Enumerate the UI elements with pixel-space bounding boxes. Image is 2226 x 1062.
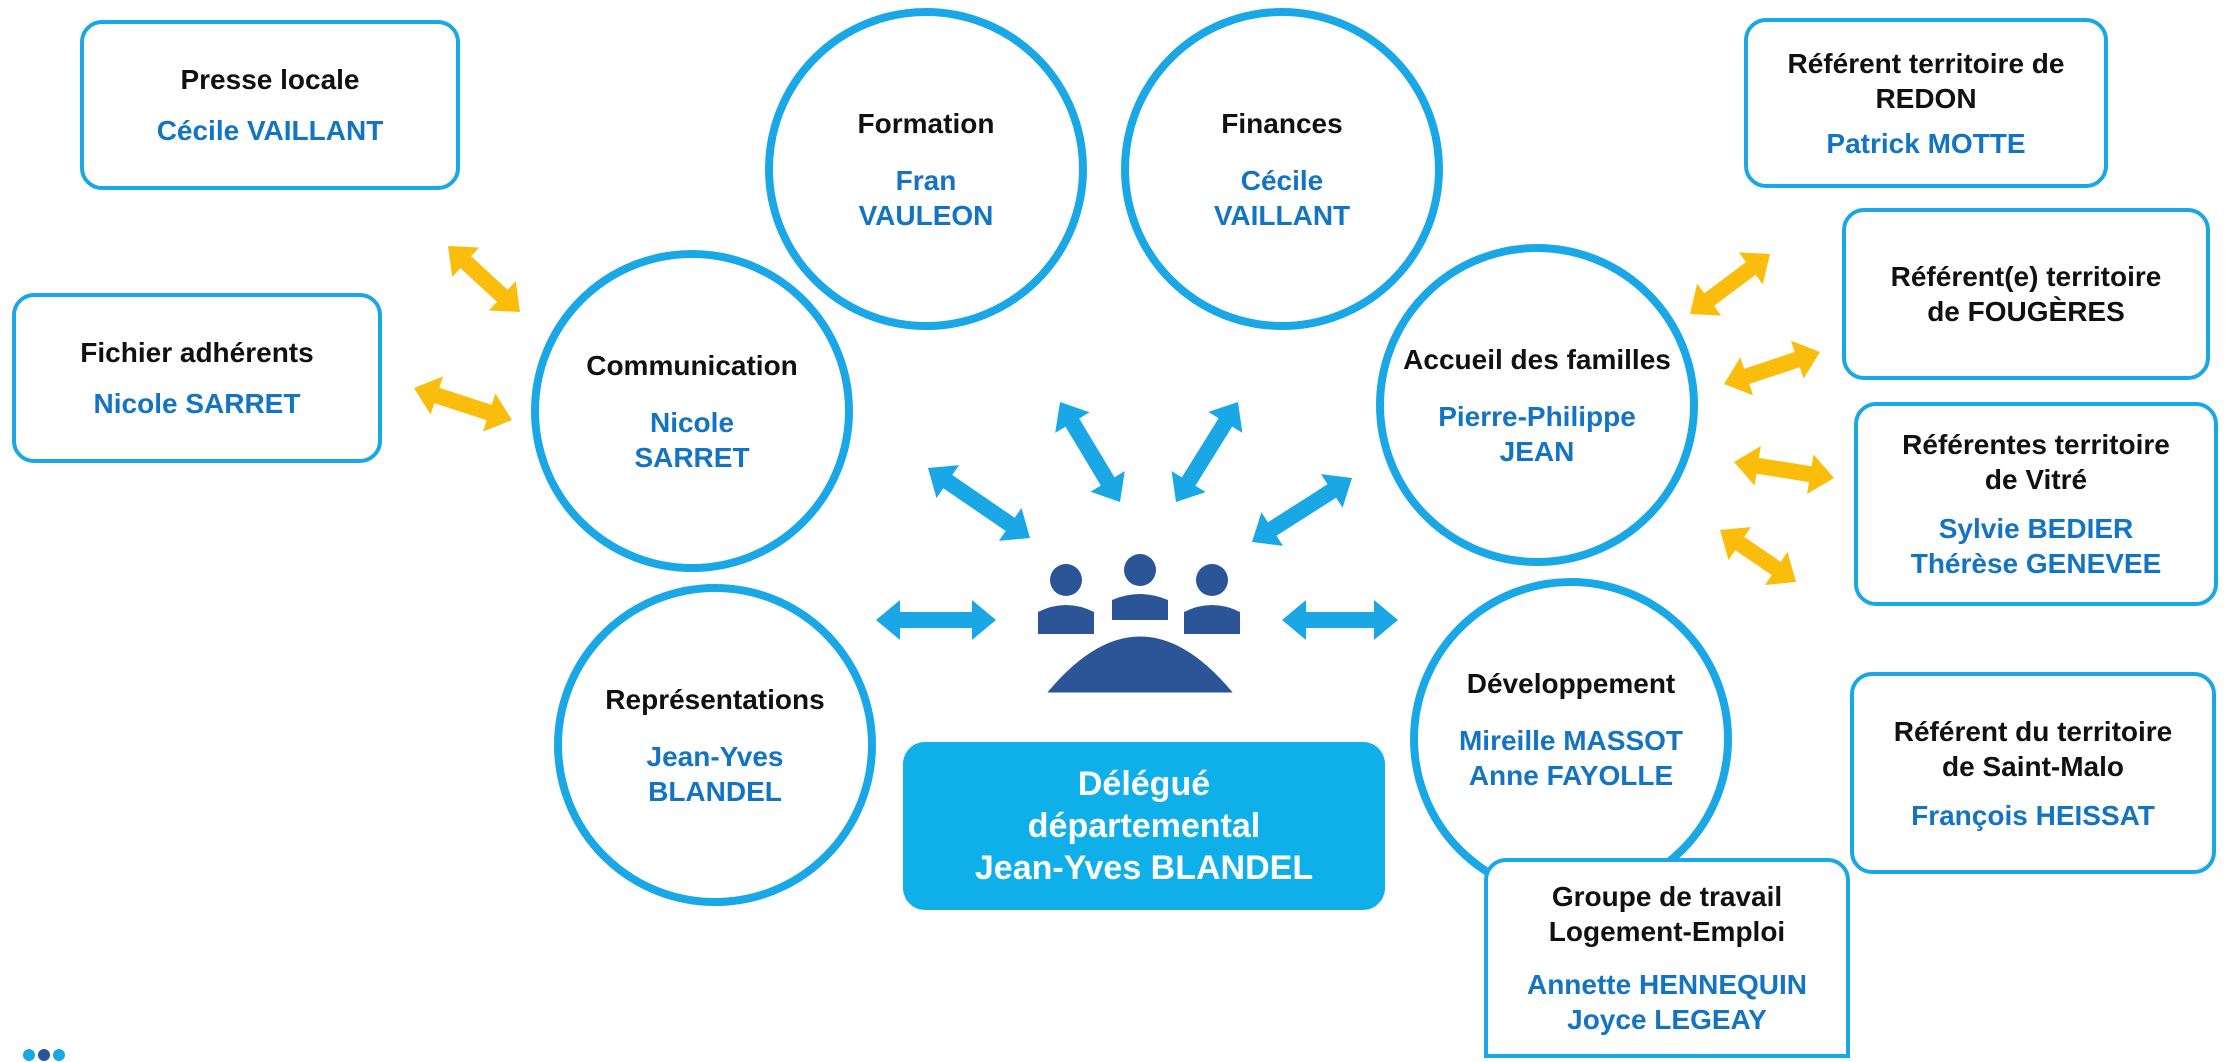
arrow-fougeres-icon bbox=[1724, 340, 1820, 396]
vitre-name: Sylvie BEDIER Thérèse GENEVEE bbox=[1910, 513, 2162, 579]
arrow-developpement-icon bbox=[1282, 600, 1398, 640]
arrow-formation-icon bbox=[1055, 402, 1125, 502]
finances-circle: Finances Cécile VAILLANT bbox=[1121, 8, 1443, 330]
arrow-vitre-icon bbox=[1734, 446, 1834, 494]
communication-title: Communication bbox=[586, 349, 798, 381]
accueil-circle: Accueil des familles Pierre-Philippe JEA… bbox=[1376, 244, 1698, 566]
accueil-name: Pierre-Philippe JEAN bbox=[1438, 400, 1636, 467]
arrow-finances-icon bbox=[1171, 402, 1243, 502]
accueil-title: Accueil des familles bbox=[1403, 343, 1671, 375]
representations-circle: Représentations Jean-Yves BLANDEL bbox=[554, 584, 876, 906]
saintmalo-box: Référent du territoire de Saint-Malo Fra… bbox=[1850, 672, 2216, 874]
vitre-title: Référentes territoire de Vitré bbox=[1902, 429, 2170, 495]
saintmalo-title: Référent du territoire de Saint-Malo bbox=[1893, 715, 2173, 782]
fougeres-box: Référent(e) territoire de FOUGÈRES bbox=[1842, 208, 2210, 380]
groupe-box: Groupe de travail Logement-Emploi Annett… bbox=[1484, 858, 1850, 1058]
finances-name: Cécile VAILLANT bbox=[1213, 164, 1351, 231]
fichier-box: Fichier adhérents Nicole SARRET bbox=[12, 293, 382, 463]
developpement-circle: Développement Mireille MASSOT Anne FAYOL… bbox=[1410, 578, 1732, 900]
formation-circle: Formation Fran VAULEON bbox=[765, 8, 1087, 330]
logo-dots-icon bbox=[23, 1049, 65, 1061]
fougeres-title: Référent(e) territoire de FOUGÈRES bbox=[1890, 261, 2162, 327]
finances-title: Finances bbox=[1221, 107, 1343, 139]
presse-box: Presse locale Cécile VAILLANT bbox=[80, 20, 460, 190]
arrow-fichier-icon bbox=[414, 376, 512, 432]
formation-name: Fran VAULEON bbox=[858, 164, 994, 231]
redon-box: Référent territoire de REDON Patrick MOT… bbox=[1744, 18, 2108, 188]
presse-title: Presse locale bbox=[180, 64, 360, 95]
arrow-redon-icon bbox=[1690, 252, 1770, 316]
presse-name: Cécile VAILLANT bbox=[156, 115, 384, 146]
redon-name: Patrick MOTTE bbox=[1826, 127, 2026, 159]
representations-title: Représentations bbox=[605, 683, 825, 715]
group-meeting-icon bbox=[1036, 554, 1246, 700]
redon-title: Référent territoire de REDON bbox=[1787, 47, 2065, 114]
vitre-box: Référentes territoire de Vitré Sylvie BE… bbox=[1854, 402, 2218, 606]
groupe-title: Groupe de travail Logement-Emploi bbox=[1548, 881, 1786, 947]
arrow-accueil-icon bbox=[1252, 474, 1352, 546]
saintmalo-name: François HEISSAT bbox=[1911, 799, 2155, 831]
representations-name: Jean-Yves BLANDEL bbox=[646, 740, 784, 807]
fichier-name: Nicole SARRET bbox=[93, 388, 301, 419]
arrow-presse-icon bbox=[448, 246, 520, 312]
developpement-name: Mireille MASSOT Anne FAYOLLE bbox=[1458, 725, 1684, 791]
communication-name: Nicole SARRET bbox=[634, 406, 750, 473]
developpement-title: Développement bbox=[1466, 668, 1676, 699]
arrow-saintmalo-icon bbox=[1720, 527, 1796, 585]
arrow-representations-icon bbox=[876, 600, 996, 640]
groupe-name: Annette HENNEQUIN Joyce LEGEAY bbox=[1526, 969, 1807, 1035]
arrow-communication-icon bbox=[928, 465, 1030, 541]
fichier-title: Fichier adhérents bbox=[80, 337, 314, 368]
formation-title: Formation bbox=[857, 107, 995, 139]
communication-circle: Communication Nicole SARRET bbox=[531, 250, 853, 572]
central-delegate-box: Délégué départemental Jean-Yves BLANDEL bbox=[903, 742, 1385, 910]
